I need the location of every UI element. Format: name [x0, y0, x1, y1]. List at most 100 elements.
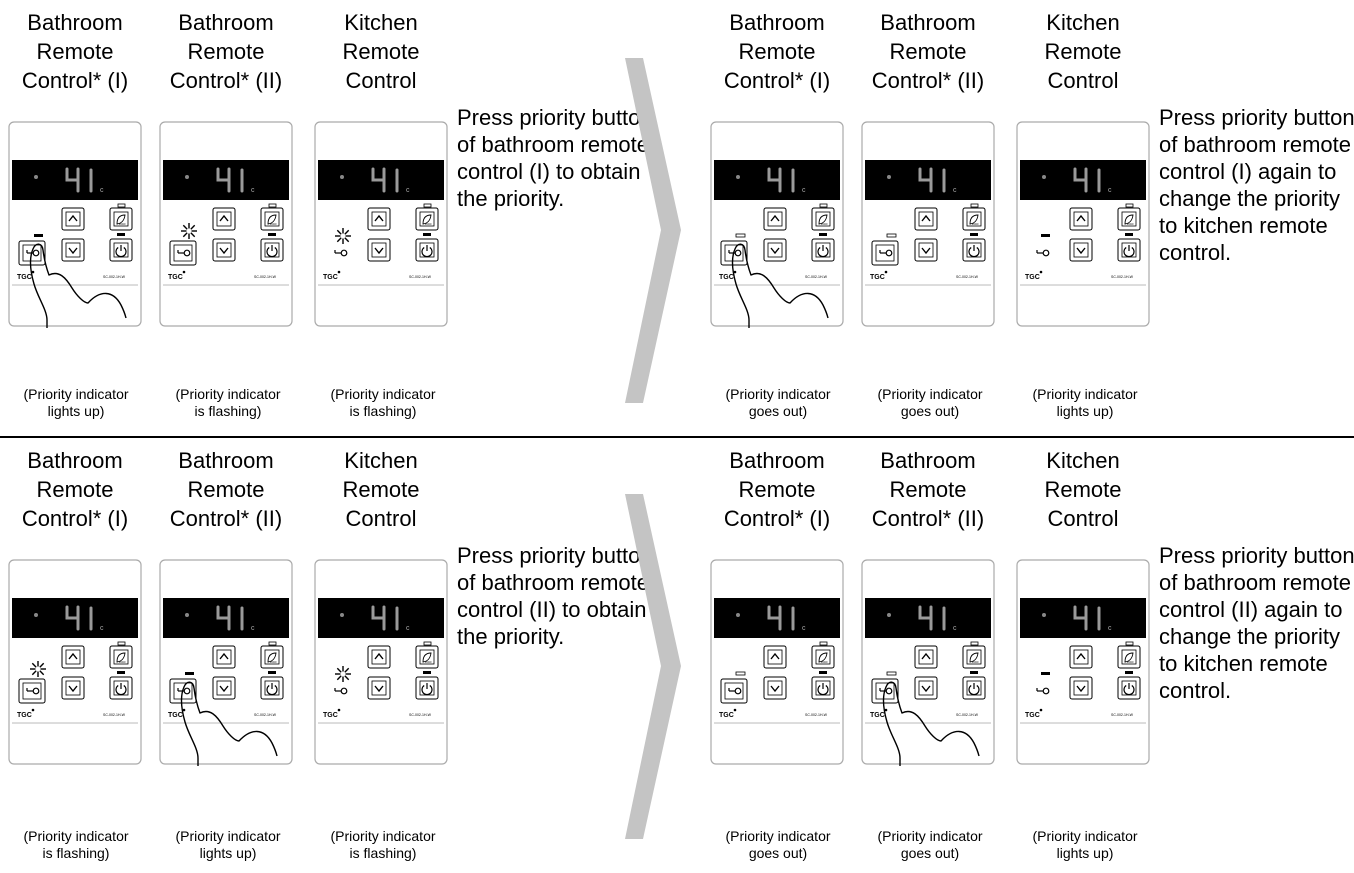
priority-button[interactable] [1036, 249, 1050, 257]
eco-indicator [819, 203, 828, 208]
instruction-text: Press priority button of bathroom remote… [457, 543, 653, 649]
temperature-digits [918, 605, 946, 631]
power-button[interactable] [415, 238, 439, 262]
eco-button[interactable]: eco [260, 645, 284, 669]
flame-icon [887, 175, 891, 179]
power-button[interactable] [1117, 238, 1141, 262]
pointing-finger-icon [29, 243, 127, 328]
temp-up-button[interactable] [1069, 207, 1093, 231]
unit-label: c [406, 187, 410, 194]
eco-button[interactable]: eco [1117, 207, 1141, 231]
temp-up-button[interactable] [212, 207, 236, 231]
eco-button[interactable]: eco [962, 207, 986, 231]
temperature-digits [371, 167, 399, 193]
temp-down-button[interactable] [367, 238, 391, 262]
priority-button[interactable] [18, 678, 46, 704]
priority-button[interactable] [720, 678, 748, 704]
priority-button[interactable] [1036, 687, 1050, 695]
temp-down-button[interactable] [61, 676, 85, 700]
power-button[interactable] [109, 676, 133, 700]
temp-up-button[interactable] [763, 207, 787, 231]
power-button[interactable] [260, 238, 284, 262]
flame-icon [1042, 613, 1046, 617]
temperature-digits [1073, 167, 1101, 193]
temp-down-button[interactable] [61, 238, 85, 262]
eco-button[interactable]: eco [415, 645, 439, 669]
pointing-finger-icon [180, 681, 278, 766]
power-indicator [117, 233, 125, 236]
eco-indicator [423, 203, 432, 208]
temp-up-button[interactable] [61, 645, 85, 669]
eco-button[interactable]: eco [109, 207, 133, 231]
temp-down-button[interactable] [763, 676, 787, 700]
temperature-digits [918, 167, 946, 193]
priority-button[interactable] [871, 240, 899, 266]
temperature-digits [65, 167, 93, 193]
unit-label: c [251, 187, 255, 194]
unit-label: c [1108, 187, 1112, 194]
temp-down-button[interactable] [212, 238, 236, 262]
temp-up-button[interactable] [914, 645, 938, 669]
temperature-digits [216, 167, 244, 193]
temp-up-button[interactable] [212, 645, 236, 669]
eco-button[interactable]: eco [109, 645, 133, 669]
temp-down-button[interactable] [212, 676, 236, 700]
power-indicator [1125, 233, 1133, 236]
power-button[interactable] [109, 238, 133, 262]
flame-icon [185, 175, 189, 179]
eco-button[interactable]: eco [260, 207, 284, 231]
temperature-digits [767, 605, 795, 631]
priority-button[interactable] [169, 240, 197, 266]
svg-text:eco: eco [821, 659, 828, 664]
temp-up-button[interactable] [61, 207, 85, 231]
eco-button[interactable]: eco [811, 207, 835, 231]
eco-button[interactable]: eco [415, 207, 439, 231]
priority-button[interactable] [334, 687, 348, 695]
power-button[interactable] [415, 676, 439, 700]
priority-button[interactable] [334, 249, 348, 257]
temp-up-button[interactable] [367, 207, 391, 231]
eco-indicator [970, 641, 979, 646]
eco-button[interactable]: eco [811, 645, 835, 669]
temp-down-button[interactable] [367, 676, 391, 700]
eco-button[interactable]: eco [1117, 645, 1141, 669]
temp-down-button[interactable] [1069, 676, 1093, 700]
unit-label: c [802, 625, 806, 632]
eco-indicator [268, 203, 277, 208]
temp-down-button[interactable] [914, 238, 938, 262]
temp-up-button[interactable] [914, 207, 938, 231]
flashing-indicator-icon [30, 661, 46, 677]
svg-text:eco: eco [425, 659, 432, 664]
power-button[interactable] [811, 238, 835, 262]
eco-indicator [819, 641, 828, 646]
power-button[interactable] [962, 238, 986, 262]
power-button[interactable] [962, 676, 986, 700]
power-button[interactable] [811, 676, 835, 700]
power-button[interactable] [1117, 676, 1141, 700]
temp-down-button[interactable] [763, 238, 787, 262]
power-button[interactable] [260, 676, 284, 700]
svg-text:eco: eco [119, 221, 126, 226]
temp-down-button[interactable] [1069, 238, 1093, 262]
flame-icon [340, 175, 344, 179]
temp-up-button[interactable] [367, 645, 391, 669]
temp-up-button[interactable] [763, 645, 787, 669]
priority-indicator [735, 671, 746, 676]
eco-button[interactable]: eco [962, 645, 986, 669]
temp-down-button[interactable] [914, 676, 938, 700]
temp-up-button[interactable] [1069, 645, 1093, 669]
